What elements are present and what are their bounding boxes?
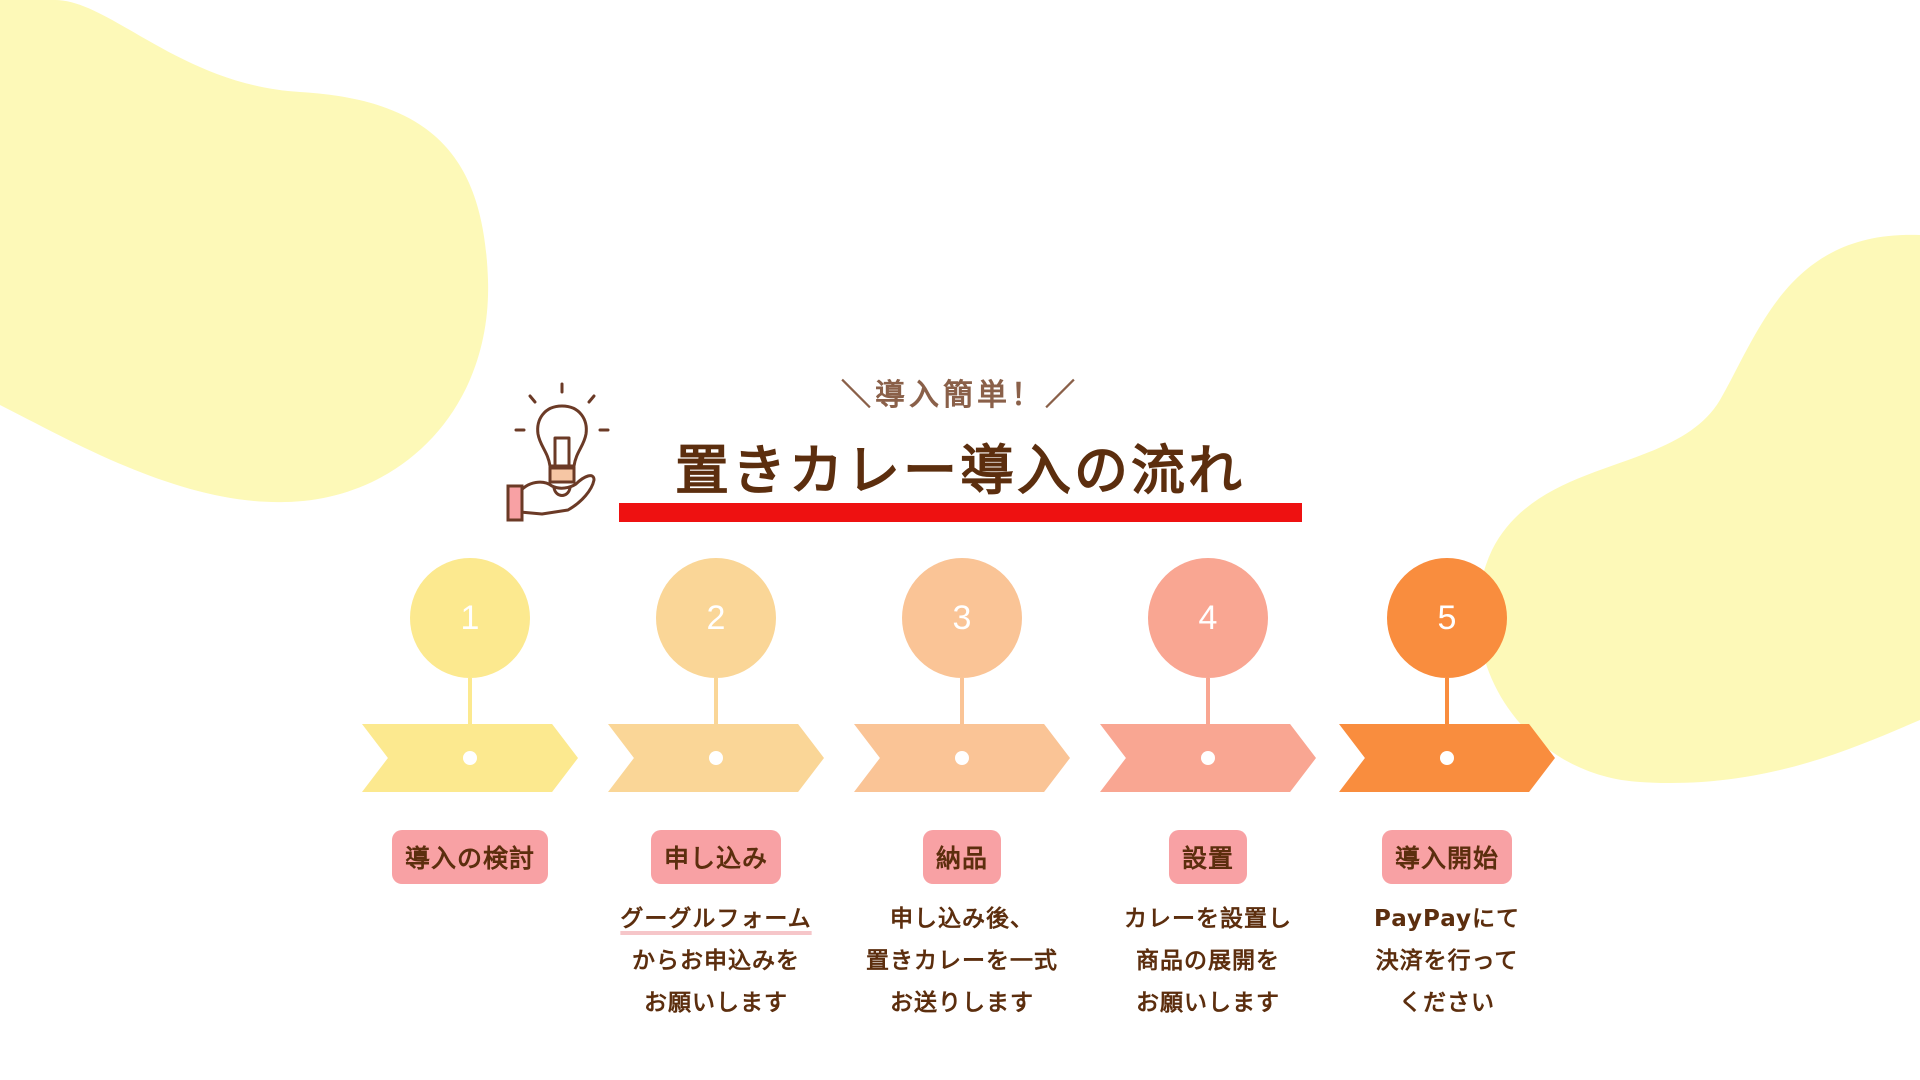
step-label: 申し込み (650, 830, 782, 884)
step-number-circle: 1 (410, 558, 530, 678)
timeline-step-3: 3 納品 申し込み後、 置きカレーを一式 お送りします (842, 0, 1082, 1080)
step-label: 納品 (922, 830, 1002, 884)
step-connector (960, 678, 964, 728)
step-description-line: 商品の展開を (1136, 948, 1280, 974)
step-dot (463, 751, 477, 765)
page-title: 置きカレー導入の流れ (675, 439, 1245, 502)
blob-left-shape (0, 0, 489, 503)
step-connector (468, 678, 472, 728)
step-dot (709, 751, 723, 765)
step-description-line: からお申込みを (632, 948, 800, 974)
background-blob-left (0, 0, 489, 503)
google-form-link[interactable]: グーグルフォーム (620, 906, 812, 932)
step-description-line: 決済を行って (1375, 948, 1519, 974)
title-underline (619, 503, 1302, 522)
step-label: 設置 (1168, 830, 1248, 884)
step-dot (955, 751, 969, 765)
step-number-circle: 2 (656, 558, 776, 678)
step-description: 申し込み後、 置きカレーを一式 お送りします (832, 898, 1092, 1024)
step-number-circle: 4 (1148, 558, 1268, 678)
step-number-circle: 5 (1387, 558, 1507, 678)
blob-right-shape (1477, 234, 1920, 784)
step-label: 導入の検討 (391, 830, 549, 884)
step-description-line: ください (1399, 990, 1495, 1016)
step-description-line: 申し込み後、 (890, 906, 1034, 932)
step-connector (714, 678, 718, 728)
step-description: PayPayにて 決済を行って ください (1317, 898, 1577, 1024)
step-description-line: お願いします (1136, 990, 1280, 1016)
step-connector (1445, 678, 1449, 728)
timeline-step-5: 5 導入開始 PayPayにて 決済を行って ください (1327, 0, 1567, 1080)
step-description-line: お願いします (644, 990, 788, 1016)
step-description-line: 置きカレーを一式 (866, 948, 1058, 974)
step-number-circle: 3 (902, 558, 1022, 678)
step-description-line: お送りします (890, 990, 1034, 1016)
step-connector (1206, 678, 1210, 728)
step-description-line: PayPayにて (1373, 906, 1521, 932)
step-description-line: カレーを設置し (1124, 906, 1292, 932)
step-dot (1440, 751, 1454, 765)
step-label: 導入開始 (1381, 830, 1513, 884)
lightbulb-hand-icon (506, 382, 610, 522)
header-subtitle: ＼導入簡単！／ (841, 378, 1079, 413)
timeline-step-2: 2 申し込み グーグルフォーム からお申込みを お願いします (596, 0, 836, 1080)
step-description: グーグルフォーム からお申込みを お願いします (586, 898, 846, 1024)
background-blob-right (1477, 234, 1920, 784)
timeline-step-4: 4 設置 カレーを設置し 商品の展開を お願いします (1088, 0, 1328, 1080)
step-dot (1201, 751, 1215, 765)
step-description: カレーを設置し 商品の展開を お願いします (1078, 898, 1338, 1024)
timeline-step-1: 1 導入の検討 (350, 0, 590, 1080)
